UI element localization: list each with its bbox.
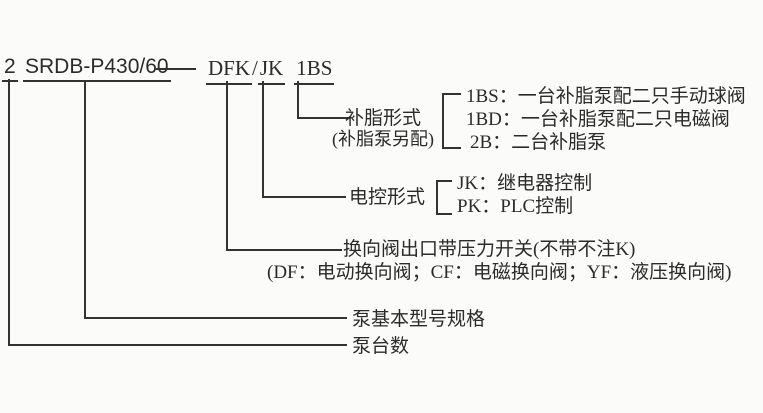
connector-control-vertical: [262, 81, 264, 198]
grease-option-1bs: 1BS：一台补脂泵配二只手动球阀: [466, 86, 746, 107]
code-slash: /: [252, 56, 258, 80]
code-valve-code: DFK: [206, 56, 253, 85]
base-model-label: 泵基本型号规格: [352, 309, 486, 330]
code-base-model: SRDB-P430/60: [23, 55, 171, 83]
connector-control-horizontal: [262, 196, 346, 198]
code-control-code: JK: [257, 56, 286, 85]
connector-valve-vertical: [226, 81, 228, 251]
connector-grease-horizontal: [297, 117, 350, 119]
code-separator-line: [156, 68, 196, 70]
connector-base-model-horizontal: [84, 317, 347, 319]
grease-options-bracket: [442, 93, 461, 149]
control-option-pk: PK：PLC控制: [457, 196, 574, 217]
grease-form-label-block: 补脂形式 (补脂泵另配): [326, 108, 440, 150]
connector-grease-vertical: [297, 81, 299, 119]
grease-form-label: 补脂形式: [344, 108, 421, 129]
pump-count-label: 泵台数: [352, 336, 410, 357]
code-suffix-group: DFK / JK 1BS: [206, 56, 335, 85]
connector-valve-horizontal: [226, 249, 342, 251]
connector-pump-count-horizontal: [8, 344, 347, 346]
valve-label: 换向阀出口带压力开关(不带不注K): [343, 239, 636, 260]
connector-base-model-vertical: [84, 80, 86, 319]
valve-sublabel: (DF：电动换向阀；CF：电磁换向阀；YF：液压换向阀): [267, 262, 732, 283]
grease-option-1bd: 1BD：一台补脂泵配二只电磁阀: [466, 109, 730, 130]
grease-option-2b: 2B：二台补脂泵: [470, 132, 607, 153]
control-form-label: 电控形式: [349, 187, 426, 208]
connector-pump-count-vertical: [8, 79, 10, 346]
grease-form-sublabel: (补脂泵另配): [332, 129, 434, 149]
code-grease-code: 1BS: [294, 56, 335, 85]
control-option-jk: JK：继电器控制: [457, 173, 593, 194]
control-options-bracket: [436, 180, 452, 215]
